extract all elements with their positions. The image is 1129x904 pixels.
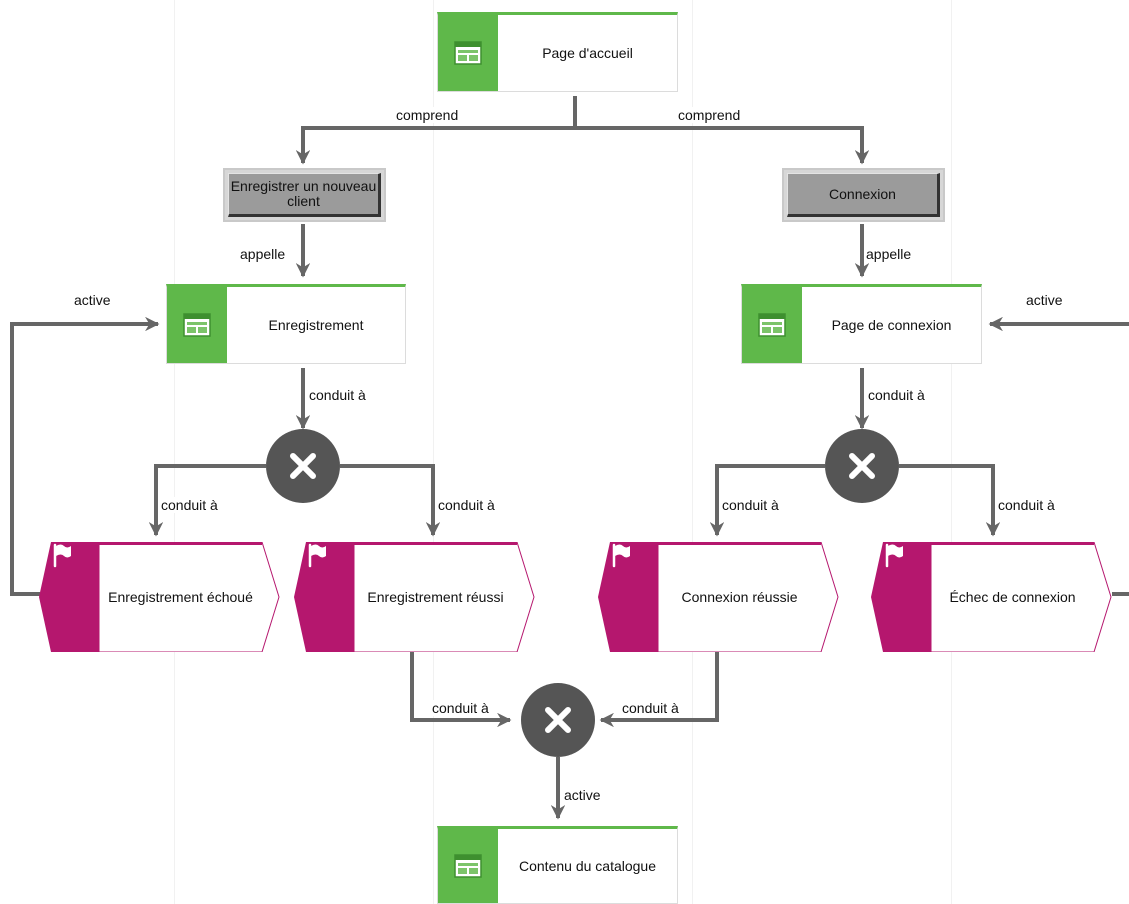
edge-label-appelle-left: appelle (238, 246, 288, 262)
edge-xor-left-to-echoue (148, 464, 266, 537)
edge-reussi-to-xor-bottom (410, 652, 512, 728)
edge-xor-right-to-conn-reussie (709, 464, 825, 537)
edge-accueil-to-connexion (575, 126, 870, 165)
edge-label-conduit-conn: conduit à (866, 387, 927, 403)
edge-xor-left-to-reussi (340, 464, 441, 537)
web-page-icon (438, 829, 498, 903)
event-node-connexion-reussie[interactable]: Connexion réussie (598, 542, 839, 652)
edge-label-conduit-reussi: conduit à (436, 497, 497, 513)
button-node-enregistrer[interactable]: Enregistrer un nouveau client (223, 168, 386, 222)
event-node-enregistrement-echoue[interactable]: Enregistrement échoué (39, 542, 280, 652)
web-page-icon (167, 287, 227, 363)
event-node-enregistrement-reussi[interactable]: Enregistrement réussi (294, 542, 535, 652)
web-page-icon (438, 15, 498, 91)
web-page-icon (742, 287, 802, 363)
edge-echoue-to-enregistrement (10, 316, 160, 596)
edge-label-comprend-left: comprend (394, 107, 461, 123)
xor-close-icon (545, 707, 571, 733)
edge-conn-reussie-to-xor-bottom (599, 652, 719, 728)
button-label: Enregistrer un nouveau client (228, 173, 381, 217)
page-label: Page d'accueil (542, 44, 633, 61)
page-label: Page de connexion (831, 316, 952, 333)
event-label: Connexion réussie (681, 589, 798, 605)
flag-icon (51, 542, 95, 652)
flag-icon (883, 542, 927, 652)
flag-icon (610, 542, 654, 652)
edge-label-conduit-enr: conduit à (307, 387, 368, 403)
event-label: Enregistrement réussi (367, 589, 504, 605)
page-node-enregistrement[interactable]: Enregistrement (166, 284, 406, 364)
edge-label-conduit-echoue: conduit à (159, 497, 220, 513)
edge-xor-right-to-echec (899, 464, 1001, 537)
edge-label-active-bottom: active (562, 787, 603, 803)
edge-label-active-right: active (1024, 292, 1065, 308)
page-label: Enregistrement (268, 316, 364, 333)
page-label: Contenu du catalogue (519, 857, 656, 874)
edge-accueil-to-enregistrer (295, 96, 577, 165)
page-node-accueil[interactable]: Page d'accueil (437, 12, 678, 92)
xor-close-icon (290, 453, 316, 479)
button-node-connexion[interactable]: Connexion (782, 168, 945, 222)
button-label: Connexion (787, 173, 940, 217)
edge-label-comprend-right: comprend (676, 107, 743, 123)
flag-icon (306, 542, 350, 652)
event-node-echec-connexion[interactable]: Échec de connexion (871, 542, 1112, 652)
edge-label-active-left: active (72, 292, 113, 308)
edge-label-conduit-echec: conduit à (996, 497, 1057, 513)
xor-close-icon (849, 453, 875, 479)
event-label: Échec de connexion (949, 589, 1076, 605)
xor-gateway-connexion[interactable] (825, 429, 899, 503)
page-node-connexion[interactable]: Page de connexion (741, 284, 982, 364)
edge-label-conduit-conn-reussie: conduit à (720, 497, 781, 513)
xor-gateway-enregistrement[interactable] (266, 429, 340, 503)
xor-gateway-catalogue[interactable] (521, 683, 595, 757)
page-node-catalogue[interactable]: Contenu du catalogue (437, 826, 678, 904)
edge-label-conduit-bottom-left: conduit à (430, 700, 491, 716)
edge-label-appelle-right: appelle (864, 246, 914, 262)
edge-label-conduit-bottom-right: conduit à (620, 700, 681, 716)
event-label: Enregistrement échoué (108, 589, 253, 605)
